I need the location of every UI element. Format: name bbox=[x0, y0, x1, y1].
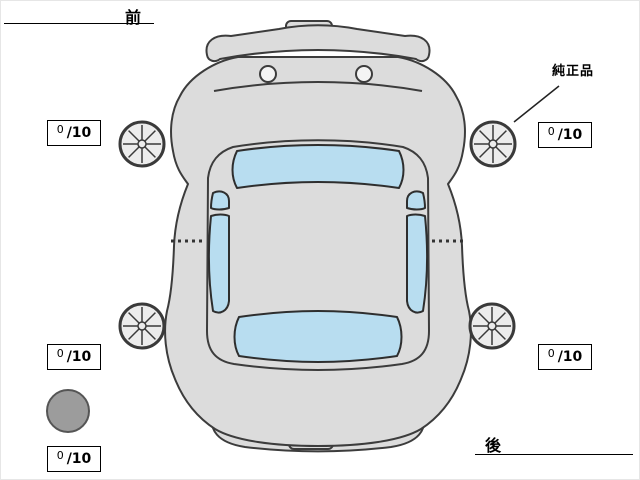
rear-underline bbox=[475, 454, 633, 455]
score-value: 0 bbox=[547, 124, 555, 138]
genuine-part-label: 純正品 bbox=[552, 64, 595, 79]
hood-right-circle bbox=[355, 65, 373, 83]
score-box-front-left: 0 /10 bbox=[47, 120, 101, 146]
hood-left-circle bbox=[259, 65, 277, 83]
cabin bbox=[206, 139, 430, 371]
score-denom: /10 bbox=[66, 125, 92, 141]
left-front-window-glass bbox=[210, 190, 230, 211]
hood-line bbox=[213, 81, 423, 92]
front-underline bbox=[4, 23, 154, 24]
score-denom: /10 bbox=[66, 349, 92, 365]
rear-window-glass bbox=[233, 310, 403, 363]
score-value: 0 bbox=[56, 346, 64, 360]
front-label: 前 bbox=[125, 8, 142, 27]
score-value: 0 bbox=[56, 448, 64, 462]
score-value: 0 bbox=[547, 346, 555, 360]
rear-right-wheel-icon bbox=[468, 302, 516, 350]
front-right-wheel-icon bbox=[469, 120, 517, 168]
rear-label: 後 bbox=[485, 436, 502, 455]
score-box-rear-left: 0 /10 bbox=[47, 344, 101, 370]
glass-group bbox=[207, 144, 429, 363]
right-front-window-glass bbox=[406, 190, 426, 211]
score-denom: /10 bbox=[66, 451, 92, 467]
front-bumper bbox=[205, 24, 431, 63]
left-side-window-glass bbox=[207, 213, 230, 314]
spare-tire-icon bbox=[46, 389, 90, 433]
score-box-rear-right: 0 /10 bbox=[538, 344, 592, 370]
score-value: 0 bbox=[56, 122, 64, 136]
score-denom: /10 bbox=[557, 127, 583, 143]
rear-left-wheel-icon bbox=[118, 302, 166, 350]
genuine-part-pointer-line bbox=[513, 85, 560, 123]
right-side-window-glass bbox=[406, 213, 429, 314]
windshield-glass bbox=[231, 144, 405, 189]
score-box-front-right: 0 /10 bbox=[538, 122, 592, 148]
score-denom: /10 bbox=[557, 349, 583, 365]
score-box-spare: 0 /10 bbox=[47, 446, 101, 472]
front-left-wheel-icon bbox=[118, 120, 166, 168]
